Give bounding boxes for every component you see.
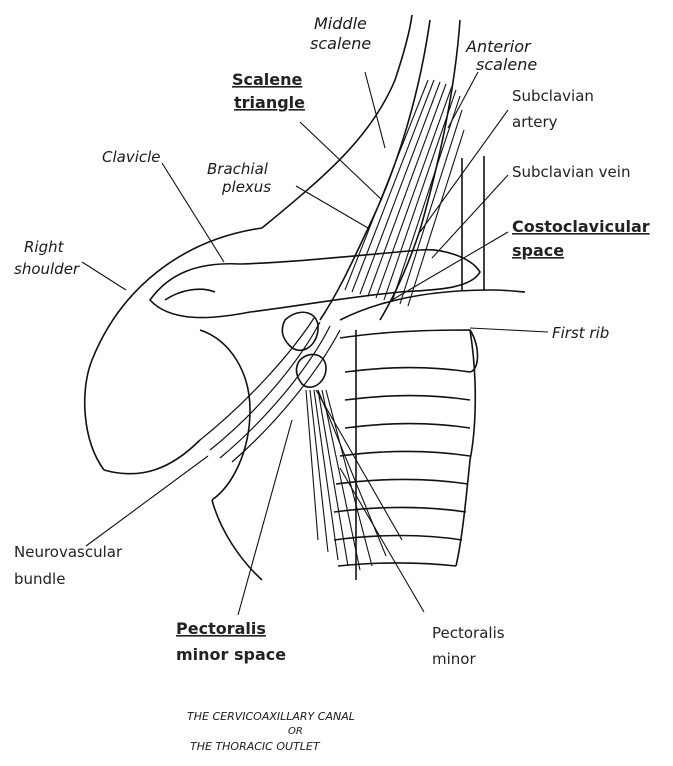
label-pec-minor-1: Pectoralis <box>432 624 505 642</box>
caption-line-2: OR <box>288 726 303 737</box>
label-anterior-scalene-2: scalene <box>476 55 537 74</box>
label-brachial-plexus-1: Brachial <box>207 160 269 178</box>
clavicle-shape <box>150 250 480 318</box>
scapula-outline <box>200 330 250 500</box>
label-pec-minor-space-1: Pectoralis <box>176 619 266 638</box>
arm-lower-outline <box>212 500 262 580</box>
leader-right-shoulder <box>82 262 126 290</box>
label-subclavian-vein: Subclavian vein <box>512 163 630 181</box>
label-first-rib: First rib <box>552 324 609 342</box>
leader-pec-minor <box>340 468 424 612</box>
label-scalene-triangle-2: triangle <box>234 93 305 112</box>
neurovascular-bundle-shape <box>200 318 340 462</box>
leader-subclavian-artery <box>420 110 508 232</box>
label-scalene-triangle-1: Scalene <box>232 70 303 89</box>
label-pec-minor-2: minor <box>432 650 476 668</box>
label-right-shoulder-1: Right <box>24 238 65 256</box>
ribcage <box>334 330 478 580</box>
label-middle-scalene-1: Middle <box>314 14 367 33</box>
label-subclavian-artery-1: Subclavian <box>512 87 594 105</box>
leader-subclavian-vein <box>432 175 508 258</box>
caption: THE CERVICOAXILLARY CANAL OR THE THORACI… <box>187 710 355 753</box>
pec-minor-attachment <box>296 354 326 387</box>
label-brachial-plexus-2: plexus <box>221 178 271 196</box>
coracoid <box>282 312 318 350</box>
label-neurovascular-1: Neurovascular <box>14 543 123 561</box>
arm-outline <box>104 440 200 474</box>
leader-brachial-plexus <box>296 186 368 228</box>
leader-first-rib <box>470 328 548 332</box>
scalene-front-line <box>320 20 430 320</box>
clavicle-detail <box>165 289 215 300</box>
label-anterior-scalene-1: Anterior <box>465 37 532 56</box>
leader-scalene-triangle <box>300 122 382 200</box>
caption-line-3: THE THORACIC OUTLET <box>190 740 321 753</box>
label-middle-scalene-2: scalene <box>310 34 371 53</box>
label-right-shoulder-2: shoulder <box>14 260 80 278</box>
label-costoclavicular-1: Costoclavicular <box>512 217 650 236</box>
caption-line-1: THE CERVICOAXILLARY CANAL <box>187 710 355 723</box>
vessel-column <box>462 156 484 290</box>
label-subclavian-artery-2: artery <box>512 113 558 131</box>
label-costoclavicular-2: space <box>512 241 564 260</box>
label-neurovascular-2: bundle <box>14 570 65 588</box>
label-pec-minor-space-2: minor space <box>176 645 286 664</box>
first-rib-shape <box>340 290 525 320</box>
leader-middle-scalene <box>365 72 385 148</box>
label-clavicle: Clavicle <box>102 148 161 166</box>
labels: Middle scalene Anterior scalene Scalene … <box>14 14 650 668</box>
